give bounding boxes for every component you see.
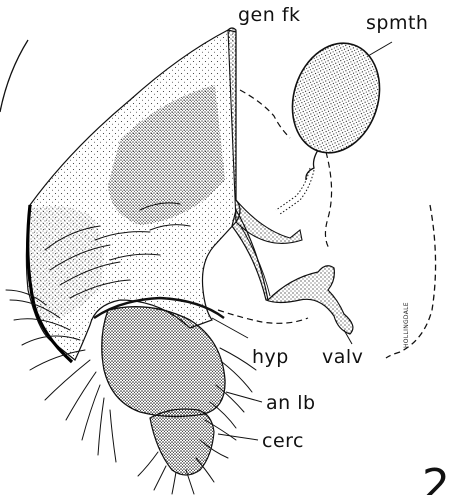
label-gen-fk: gen fk bbox=[238, 6, 301, 25]
genital-fork bbox=[228, 28, 302, 243]
dashed-outline-upper bbox=[240, 90, 290, 138]
label-hyp: hyp bbox=[252, 348, 289, 367]
dashed-outline-lower bbox=[218, 310, 308, 323]
dashed-outline-mid bbox=[325, 152, 331, 250]
label-cerc: cerc bbox=[262, 432, 304, 451]
label-valv: valv bbox=[322, 348, 363, 367]
label-spmth: spmth bbox=[366, 14, 428, 33]
dashed-outline-right bbox=[386, 205, 436, 358]
spermathecal-duct-parallel bbox=[280, 170, 314, 214]
anal-lobe bbox=[102, 307, 225, 417]
label-an-lb: an lb bbox=[266, 394, 316, 413]
cercus bbox=[150, 409, 214, 475]
spermathecal-duct bbox=[276, 168, 310, 210]
figure-number: 2 bbox=[422, 464, 450, 495]
outer-margin-arc bbox=[0, 40, 28, 112]
artist-signature: HOLLINGDALE bbox=[403, 302, 410, 348]
